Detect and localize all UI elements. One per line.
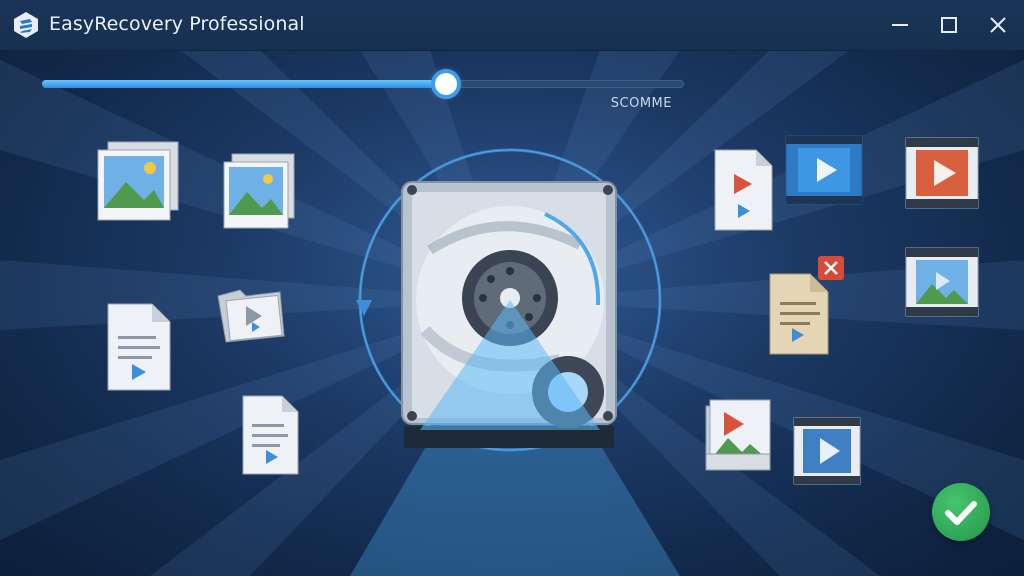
media-folder-icon: [704, 398, 774, 472]
title-bar[interactable]: EasyRecovery Professional: [0, 0, 1024, 51]
close-button[interactable]: [983, 10, 1013, 40]
video-film-icon: [792, 416, 862, 486]
maximize-button[interactable]: [934, 10, 964, 40]
progress-caption: SCOMME: [610, 96, 672, 111]
hard-drive-icon: [401, 181, 617, 448]
close-icon: [990, 17, 1006, 33]
document-icon: [104, 302, 174, 392]
document-icon: [240, 394, 302, 476]
checkmark-icon: [945, 501, 977, 525]
done-button[interactable]: [932, 483, 990, 541]
minimize-icon: [892, 24, 908, 26]
easyrecovery-logo-icon: [14, 12, 38, 38]
video-folder-icon: [216, 286, 286, 344]
window-title: EasyRecovery Professional: [49, 13, 305, 35]
image-film-icon: [904, 246, 980, 318]
maximize-icon: [941, 17, 957, 33]
video-film-icon: [784, 134, 864, 206]
video-document-icon: [712, 148, 776, 232]
photo-stack-icon: [96, 138, 182, 222]
progress-fill: [42, 80, 446, 88]
scan-orbit-ring: [356, 148, 662, 452]
minimize-button[interactable]: [885, 10, 915, 40]
photo-stack-icon: [222, 152, 298, 230]
corrupted-document-icon: [766, 254, 848, 356]
video-film-icon: [904, 136, 980, 210]
progress-handle[interactable]: [435, 73, 457, 95]
scan-progress-bar[interactable]: [42, 73, 684, 95]
